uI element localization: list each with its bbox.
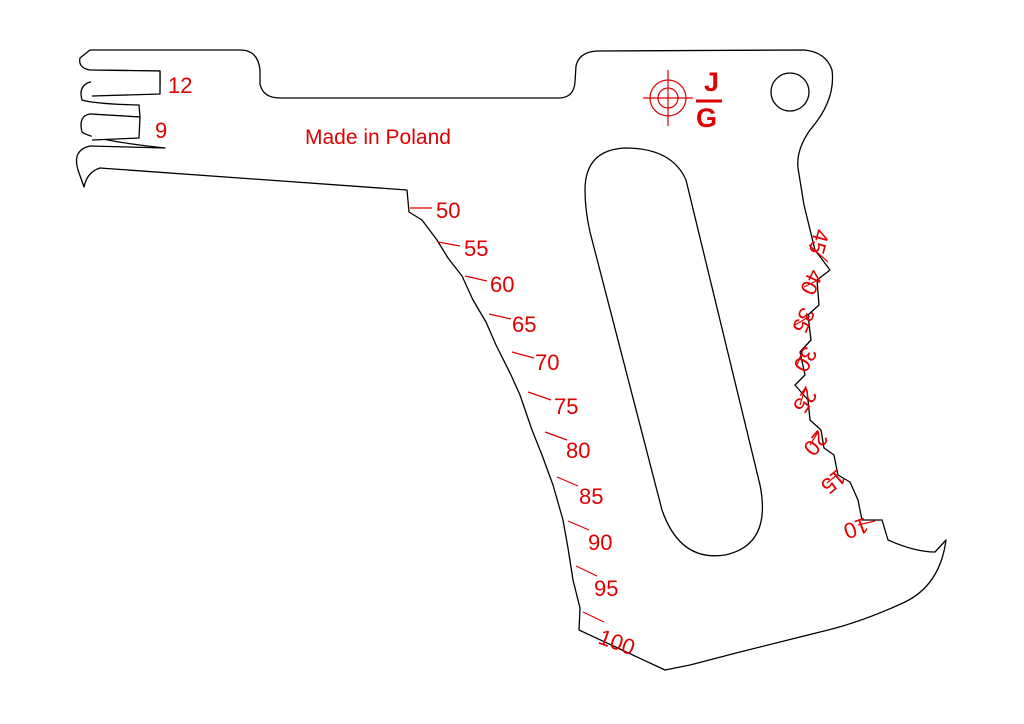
left-tick bbox=[567, 520, 590, 531]
logo-letter-g: G bbox=[696, 103, 717, 133]
left-scale-label-55: 55 bbox=[464, 236, 488, 261]
left-scale-label-80: 80 bbox=[566, 438, 590, 463]
left-tick bbox=[556, 476, 579, 487]
left-size-scale: 50 55 60 65 70 75 80 85 90 95 100 bbox=[410, 198, 638, 660]
right-tick bbox=[808, 244, 829, 263]
left-scale-label-85: 85 bbox=[579, 484, 603, 509]
left-tick bbox=[511, 351, 535, 359]
left-tick bbox=[575, 565, 598, 577]
right-tick bbox=[809, 431, 819, 446]
left-tick bbox=[437, 241, 461, 247]
notch-12-slot bbox=[89, 69, 161, 97]
left-tick bbox=[582, 611, 605, 623]
left-tick bbox=[544, 431, 568, 441]
right-tick bbox=[803, 280, 817, 288]
left-tick bbox=[464, 275, 488, 282]
mounting-hole bbox=[770, 72, 810, 112]
notch-label-9: 9 bbox=[155, 118, 167, 143]
left-scale-label-90: 90 bbox=[588, 530, 612, 555]
right-tick bbox=[794, 315, 811, 326]
notch-9-slot bbox=[89, 113, 141, 141]
right-tick bbox=[826, 473, 839, 484]
left-scale-label-95: 95 bbox=[594, 576, 618, 601]
left-scale-label-75: 75 bbox=[554, 394, 578, 419]
left-tick bbox=[527, 391, 552, 401]
left-scale-label-50: 50 bbox=[436, 198, 460, 223]
right-tick bbox=[857, 520, 876, 526]
origin-text: Made in Poland bbox=[305, 126, 451, 149]
left-tick bbox=[488, 313, 512, 320]
right-tick bbox=[799, 385, 807, 406]
crosshair-target-icon bbox=[643, 70, 693, 126]
notch-label-12: 12 bbox=[168, 73, 192, 98]
right-tick bbox=[796, 351, 803, 366]
long-slot bbox=[584, 147, 764, 557]
left-scale-label-60: 60 bbox=[490, 272, 514, 297]
logo-letter-j: J bbox=[704, 67, 719, 97]
left-scale-label-65: 65 bbox=[512, 312, 536, 337]
left-scale-label-70: 70 bbox=[535, 350, 559, 375]
